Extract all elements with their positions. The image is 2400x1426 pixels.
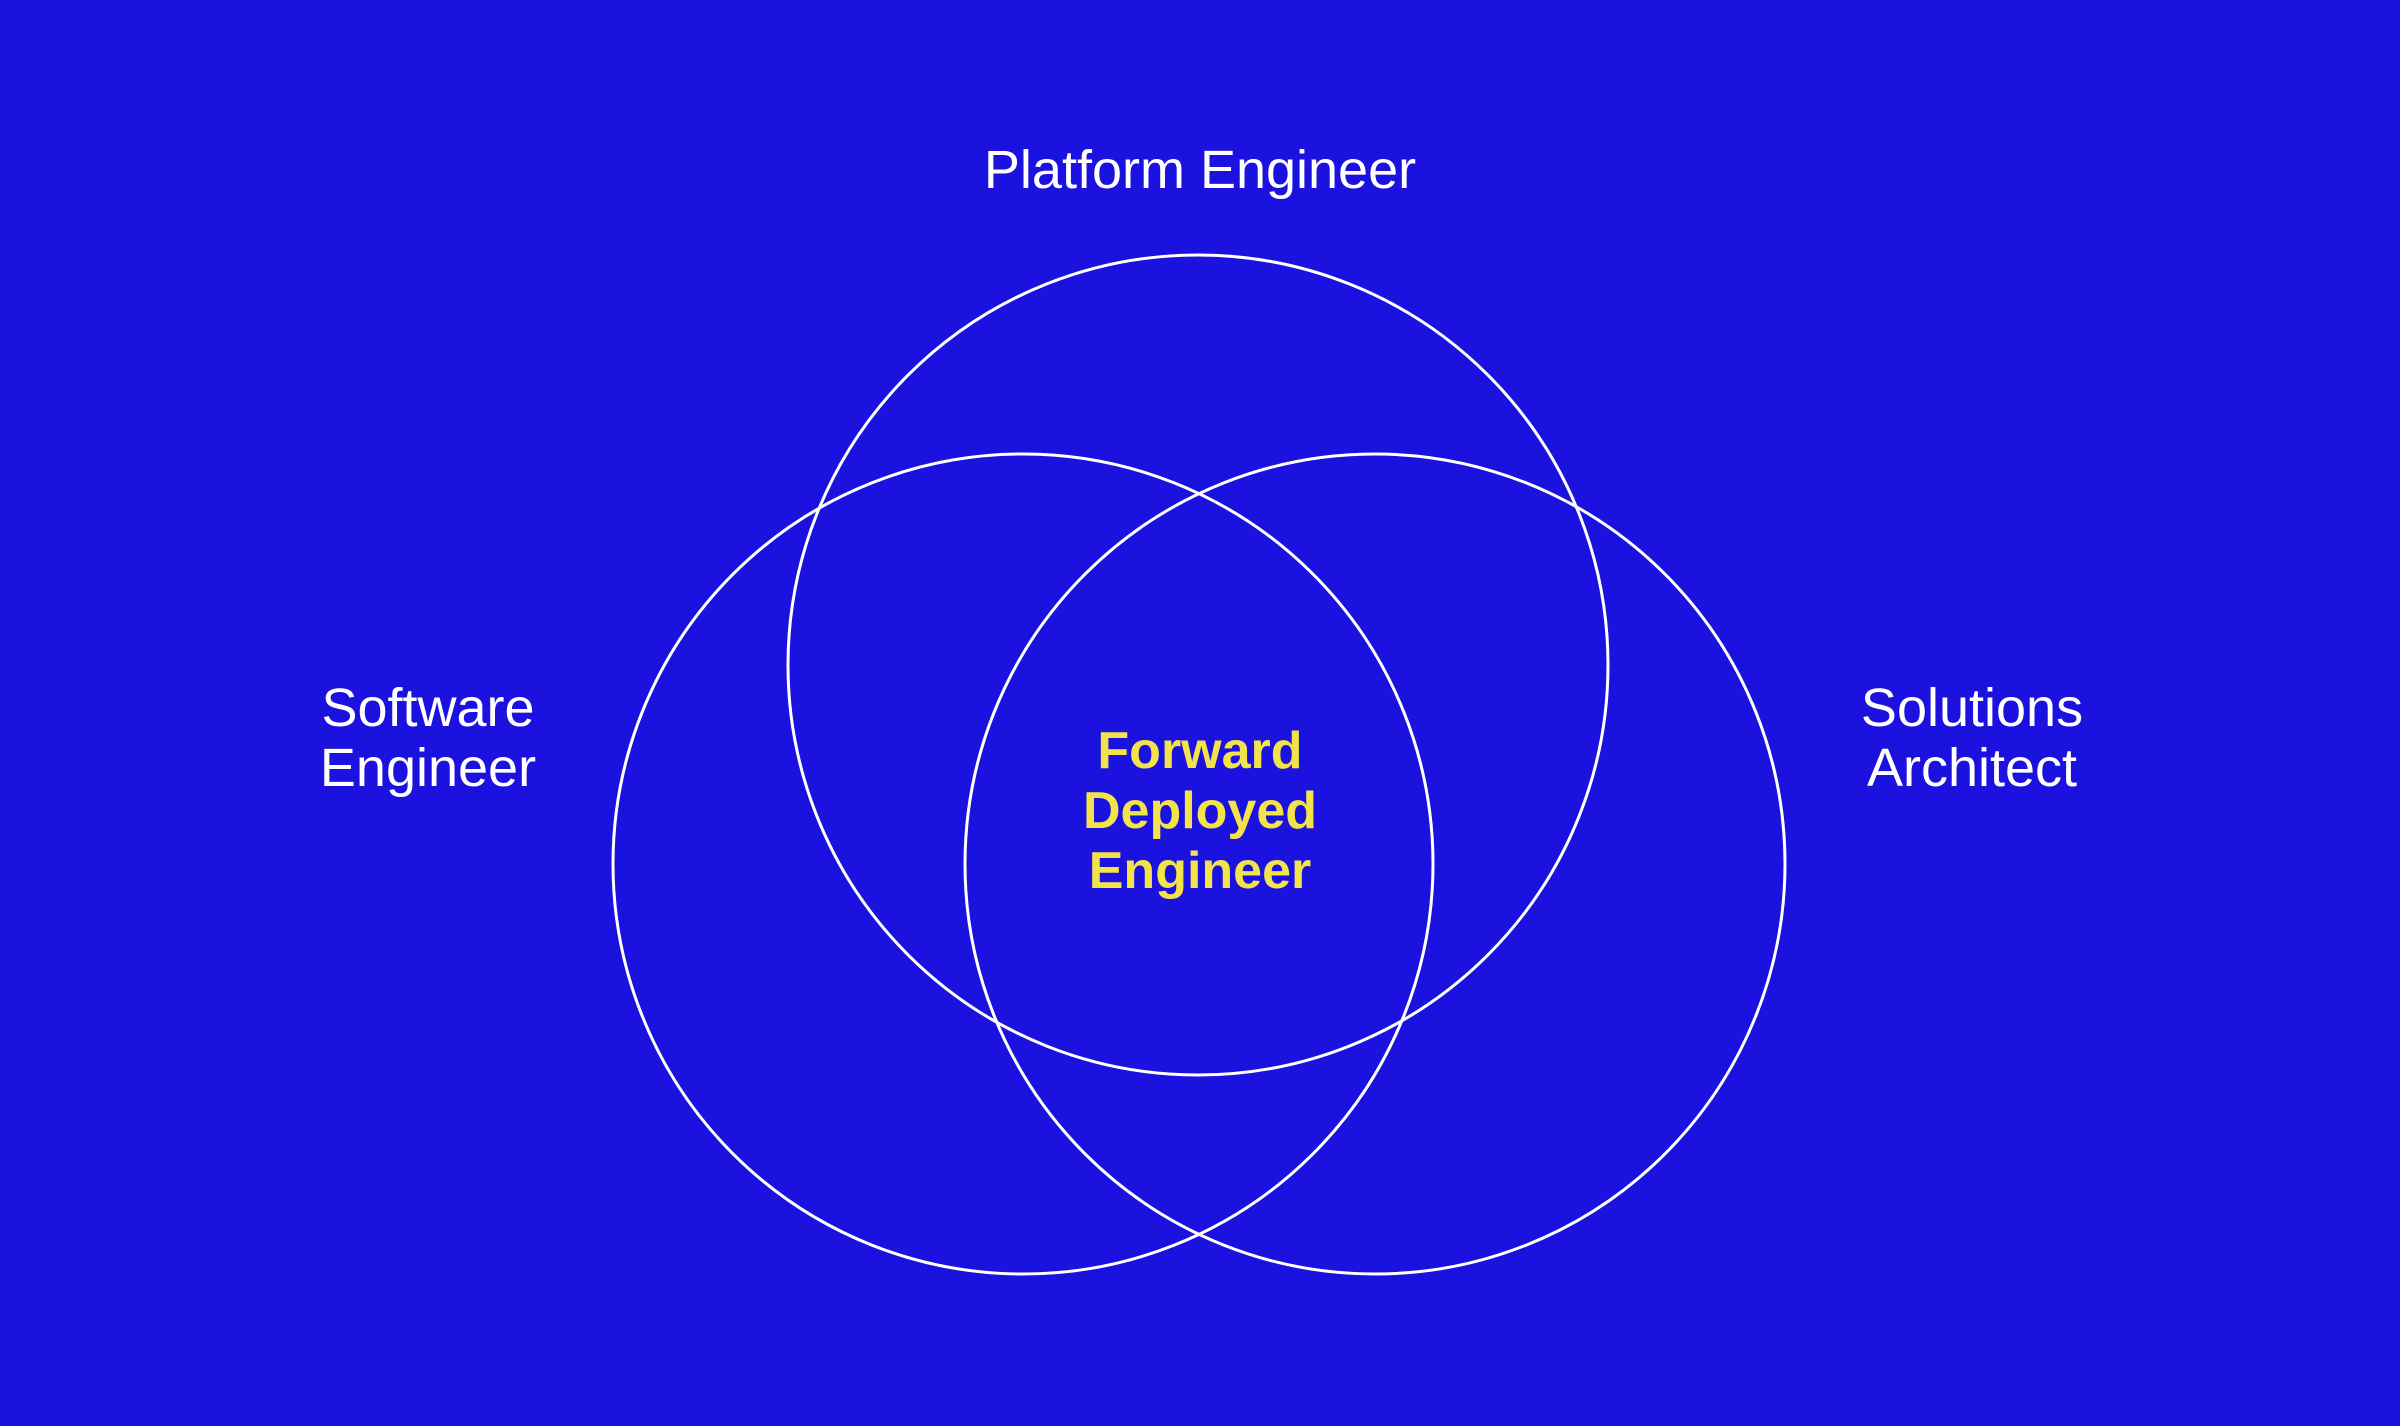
label-center-line-2: Deployed (1082, 782, 1318, 840)
circle-software-engineer (611, 452, 1435, 1276)
label-center-line-3: Engineer (1088, 842, 1312, 900)
label-software-engineer: Software Engineer (228, 678, 628, 798)
circle-platform-engineer (786, 253, 1610, 1077)
label-platform-engineer-line-1: Platform Engineer (983, 140, 1417, 200)
label-forward-deployed-engineer: Forward Deployed Engineer (950, 721, 1450, 901)
label-software-engineer-line-2: Engineer (319, 738, 537, 798)
label-center-line-1: Forward (1097, 722, 1303, 780)
label-solutions-architect-line-1: Solutions (1860, 678, 2084, 738)
label-solutions-architect: Solutions Architect (1772, 678, 2172, 798)
label-software-engineer-line-1: Software (321, 678, 535, 738)
circle-solutions-architect (963, 452, 1787, 1276)
label-solutions-architect-line-2: Architect (1866, 738, 2078, 798)
label-platform-engineer: Platform Engineer (900, 140, 1500, 200)
